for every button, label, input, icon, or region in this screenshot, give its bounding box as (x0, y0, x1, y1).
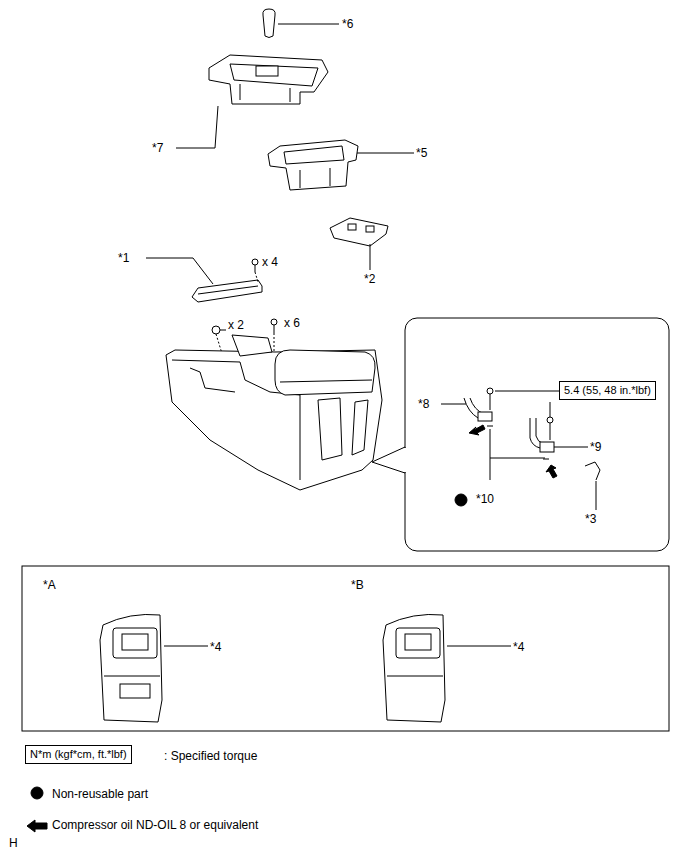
callout-number: *4 (513, 640, 524, 654)
torque-text: 5.4 (55, 48 in.*lbf) (564, 384, 651, 397)
callout-number: *8 (418, 397, 429, 411)
callout-number: *A (43, 578, 56, 592)
callout-number: *2 (364, 272, 375, 286)
callout-number: *1 (118, 251, 129, 265)
callout-number: *6 (342, 17, 353, 31)
torque-legend-box: N*m (kgf*cm, ft.*lbf) (25, 745, 132, 764)
quantity-label: x 2 (228, 318, 244, 332)
quantity-label: x 4 (262, 255, 278, 269)
legend-text: Compressor oil ND-OIL 8 or equivalent (52, 818, 258, 832)
torque-text: N*m (kgf*cm, ft.*lbf) (30, 748, 127, 761)
legend-text: Non-reusable part (52, 787, 148, 801)
callout-number: *B (351, 578, 364, 592)
callout-number: *5 (416, 146, 427, 160)
page-mark: H (9, 836, 18, 850)
callout-number: *10 (476, 492, 494, 506)
quantity-label: x 6 (284, 316, 300, 330)
torque-box: 5.4 (55, 48 in.*lbf) (559, 381, 656, 400)
callout-number: *3 (585, 512, 596, 526)
callout-number: *9 (590, 440, 601, 454)
legend-text: : Specified torque (164, 749, 257, 763)
callout-number: *7 (152, 141, 163, 155)
callout-number: *4 (210, 640, 221, 654)
